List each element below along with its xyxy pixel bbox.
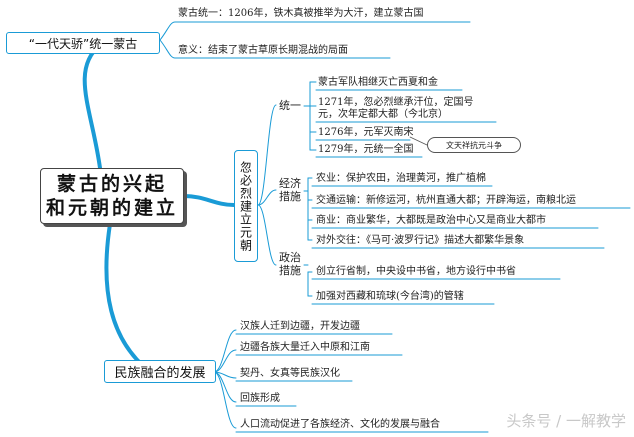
economy-item-foreign: 对外交往：《马可·波罗行记》描述大都繁华景象 <box>316 235 525 246</box>
economy-label-line2: 措施 <box>279 190 301 203</box>
unify-item-1: 蒙古军队相继灭亡西夏和金 <box>318 77 438 88</box>
ethnic-item-2: 边疆各族大量迁入中原和江南 <box>240 342 370 353</box>
ethnic-item-3: 契丹、女真等民族汉化 <box>240 368 340 379</box>
branch-ethnic-fusion-title: 民族融合的发展 <box>114 366 206 381</box>
politics-label-line2: 措施 <box>279 264 301 277</box>
economy-item-agriculture: 农业：保护农田，治理黄河，推广植棉 <box>316 173 486 184</box>
unify-item-5: 1279年，元统一全国 <box>318 144 414 155</box>
unify-label: 统一 <box>279 99 301 112</box>
economy-item-transport: 交通运输：新修运河，杭州直通大都；开辟海运，南粮北运 <box>316 195 576 206</box>
branch-mid-connector <box>182 194 236 207</box>
branch-unify-mongolia-title: “一代天骄”统一蒙古 <box>28 36 138 51</box>
branch-bottom-connector <box>104 222 152 374</box>
unify-item-2: 1271年，忽必烈继承汗位，定国号 <box>318 97 474 108</box>
politics-item-tibet-taiwan: 加强对西藏和琉球(今台湾)的管辖 <box>316 291 464 302</box>
wen-tianxiang-bubble: 文天祥抗元斗争 <box>427 137 521 153</box>
ethnic-item-4: 回族形成 <box>240 393 280 404</box>
branch-ethnic-fusion: 民族融合的发展 <box>104 360 216 383</box>
economy-item-commerce: 商业：商业繁华，大都既是政治中心又是商业大都市 <box>316 215 546 226</box>
politics-item-province: 创立行省制，中央设中书省，地方设行中书省 <box>316 266 516 277</box>
economy-label-line1: 经济 <box>279 177 301 190</box>
central-topic-line2: 和元朝的建立 <box>45 197 178 219</box>
branch-yuan-founding-title: 忽必烈建立元朝 <box>238 160 253 252</box>
unify-mongolia-item-1: 蒙古统一：1206年，铁木真被推举为大汗，建立蒙古国 <box>178 8 424 19</box>
ethnic-item-1: 汉族人迁到边疆，开发边疆 <box>240 321 360 332</box>
branch-unify-mongolia: “一代天骄”统一蒙古 <box>6 32 160 54</box>
unify-mongolia-item-2: 意义：结束了蒙古草原长期混战的局面 <box>178 45 348 56</box>
wen-tianxiang-bubble-text: 文天祥抗元斗争 <box>446 140 502 150</box>
unify-item-3: 元，次年定都大都（今北京） <box>318 109 448 120</box>
politics-label-line1: 政治 <box>279 251 301 264</box>
ethnic-item-5: 人口流动促进了各族经济、文化的发展与融合 <box>240 419 440 430</box>
unify-item-4: 1276年，元军灭南宋 <box>318 127 414 138</box>
branch-yuan-founding: 忽必烈建立元朝 <box>234 150 258 262</box>
watermark: 头条号 / 一解教学 <box>506 412 626 430</box>
branch-top-connector <box>82 43 102 170</box>
central-topic: 蒙古的兴起 和元朝的建立 <box>40 168 184 224</box>
central-topic-line1: 蒙古的兴起 <box>56 173 167 195</box>
